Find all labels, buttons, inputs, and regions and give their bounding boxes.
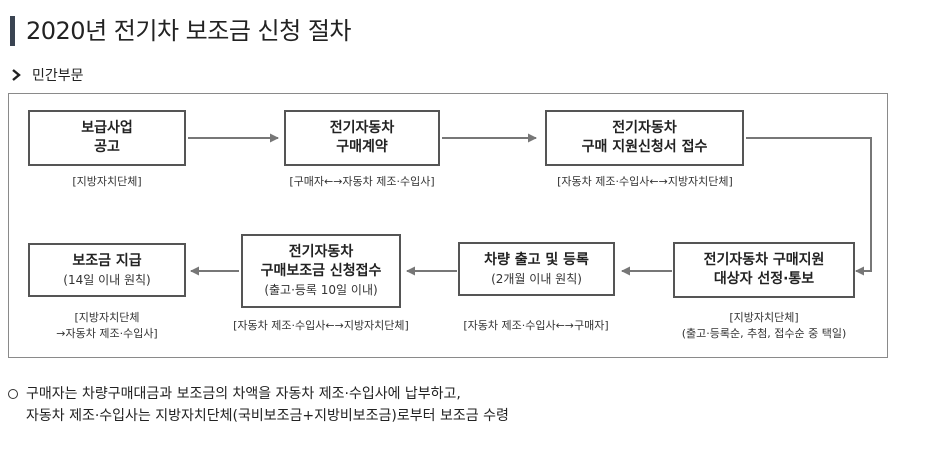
step-7-line-1: 보조금 지급 bbox=[72, 252, 142, 269]
step-6-caption: [자동차 제조·수입사←→지방자치단체] bbox=[233, 319, 409, 332]
step-5-sub: (2개월 이내 원칙) bbox=[491, 271, 582, 286]
step-1-box: 보급사업 공고 bbox=[28, 110, 186, 166]
footnote-line-2: 자동차 제조·수입사는 지방자치단체(국비보조금+지방비보조금)로부터 보조금 … bbox=[26, 408, 509, 424]
step-4-box: 전기자동차 구매지원 대상자 선정·통보 bbox=[673, 242, 855, 298]
step-3-caption: [자동차 제조·수입사←→지방자치단체] bbox=[557, 175, 733, 188]
step-5-box: 차량 출고 및 등록 (2개월 이내 원칙) bbox=[458, 242, 615, 296]
chevron-right-icon bbox=[12, 69, 21, 81]
step-2-line-1: 전기자동차 bbox=[329, 120, 395, 136]
step-4-line-1: 전기자동차 구매지원 bbox=[703, 252, 825, 268]
step-6-line-1: 전기자동차 bbox=[288, 244, 354, 260]
step-6-sub: (출고·등록 10일 이내) bbox=[264, 283, 378, 297]
step-3-box: 전기자동차 구매 지원신청서 접수 bbox=[545, 110, 744, 166]
step-7-caption-1: [지방자치단체 bbox=[74, 311, 140, 324]
step-2-line-2: 구매계약 bbox=[336, 139, 388, 155]
step-7-caption-2: →자동차 제조·수입사] bbox=[56, 327, 158, 340]
circle-bullet-icon bbox=[8, 389, 18, 399]
step-1-caption: [지방자치단체] bbox=[72, 175, 142, 188]
step-7-box: 보조금 지급 (14일 이내 원칙) bbox=[28, 243, 186, 297]
title-accent-bar bbox=[10, 16, 15, 46]
step-7-sub: (14일 이내 원칙) bbox=[63, 272, 151, 287]
step-2-box: 전기자동차 구매계약 bbox=[284, 110, 440, 166]
section-header: 민간부문 bbox=[8, 64, 84, 86]
footnote: 구매자는 차량구매대금과 보조금의 차액을 자동차 제조·수입사에 납부하고, … bbox=[8, 383, 509, 427]
step-2-caption: [구매자←→자동차 제조·수입사] bbox=[289, 175, 435, 188]
step-4-caption-2: (출고·등록순, 추첨, 접수순 중 택일) bbox=[681, 327, 847, 340]
page-title: 2020년 전기차 보조금 신청 절차 bbox=[26, 17, 351, 45]
procedure-frame bbox=[8, 93, 888, 358]
step-1-line-2: 공고 bbox=[94, 139, 120, 155]
step-3-line-2: 구매 지원신청서 접수 bbox=[581, 139, 708, 155]
step-1-line-1: 보급사업 bbox=[81, 120, 133, 136]
step-5-line-1: 차량 출고 및 등록 bbox=[484, 251, 589, 268]
footnote-line-1: 구매자는 차량구매대금과 보조금의 차액을 자동차 제조·수입사에 납부하고, bbox=[26, 386, 461, 402]
step-6-box: 전기자동차 구매보조금 신청접수 (출고·등록 10일 이내) bbox=[241, 234, 401, 308]
step-6-line-2: 구매보조금 신청접수 bbox=[260, 263, 382, 279]
step-4-line-2: 대상자 선정·통보 bbox=[713, 271, 815, 287]
step-4-caption-1: [지방자치단체] bbox=[729, 311, 799, 324]
section-label: 민간부문 bbox=[32, 68, 84, 84]
step-3-line-1: 전기자동차 bbox=[612, 120, 677, 136]
step-5-caption: [자동차 제조·수입사←→구매자] bbox=[463, 319, 609, 332]
